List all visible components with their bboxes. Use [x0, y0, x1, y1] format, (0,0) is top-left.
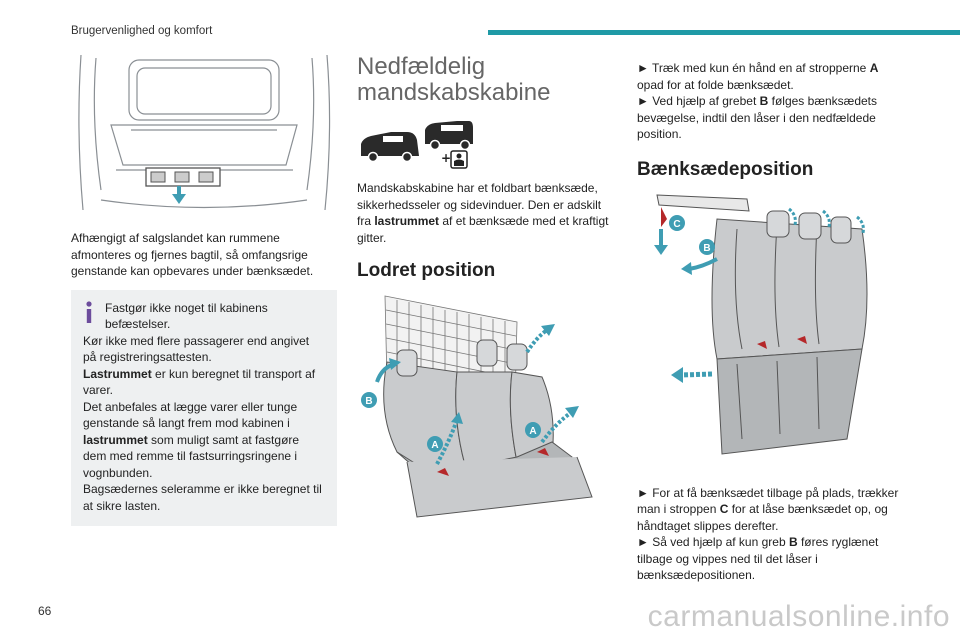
under-seat-storage-illustration	[78, 54, 331, 211]
info-line-2: Kør ikke med flere passagerer end angive…	[83, 333, 310, 365]
label-A-right: A	[529, 426, 536, 437]
info-line-1: Fastgør ikke noget til kabinens befæstel…	[105, 300, 268, 332]
column-3: ► Træk med kun én hånd en af stropperne …	[637, 50, 907, 584]
page-number: 66	[38, 604, 52, 618]
step-2: ► Ved hjælp af grebet B følges bænksædet…	[637, 94, 878, 141]
van-variants-icon: +	[361, 121, 473, 169]
svg-text:+: +	[441, 151, 451, 165]
header-accent-bar	[488, 30, 960, 35]
crew-cab-description: Mandskabskabine har et foldbart bænksæde…	[357, 181, 609, 245]
storage-description: Afhængigt af salgslandet kan rummene afm…	[71, 231, 314, 278]
subsection-title-upright: Lodret position	[357, 260, 496, 281]
info-line-4: Det anbefales at lægge varer eller tunge…	[83, 399, 300, 480]
bench-seat-folded-illustration: C B	[654, 193, 868, 455]
label-B: B	[365, 396, 372, 407]
watermark: carmanualsonline.info	[647, 600, 950, 633]
info-line-5: Bagsædernes seleramme er ikke beregnet t…	[83, 482, 322, 513]
section-title: Nedfældelig mandskabskabine	[357, 53, 551, 106]
label-B: B	[703, 243, 710, 254]
info-icon	[86, 300, 92, 323]
label-C: C	[673, 219, 680, 230]
subsection-title-bench: Bænksædeposition	[637, 158, 814, 180]
step-4: ► Så ved hjælp af kun greb B føres ryglæ…	[637, 535, 879, 582]
bench-seat-upright-illustration: B A A	[361, 295, 593, 518]
step-3: ► For at få bænksædet tilbage på plads, …	[637, 485, 899, 533]
info-line-3: Lastrummet er kun beregnet til transport…	[83, 366, 316, 398]
info-box: Fastgør ikke noget til kabinens befæstel…	[71, 289, 337, 526]
section-header: Brugervenlighed og komfort	[71, 25, 213, 37]
label-A-left: A	[431, 440, 438, 451]
step-1: ► Træk med kun én hånd en af stropperne …	[637, 61, 879, 92]
column-1: Afhængigt af salgslandet kan rummene afm…	[71, 50, 337, 526]
column-2: Nedfældelig mandskabskabine + Mandskabsk…	[357, 50, 615, 550]
